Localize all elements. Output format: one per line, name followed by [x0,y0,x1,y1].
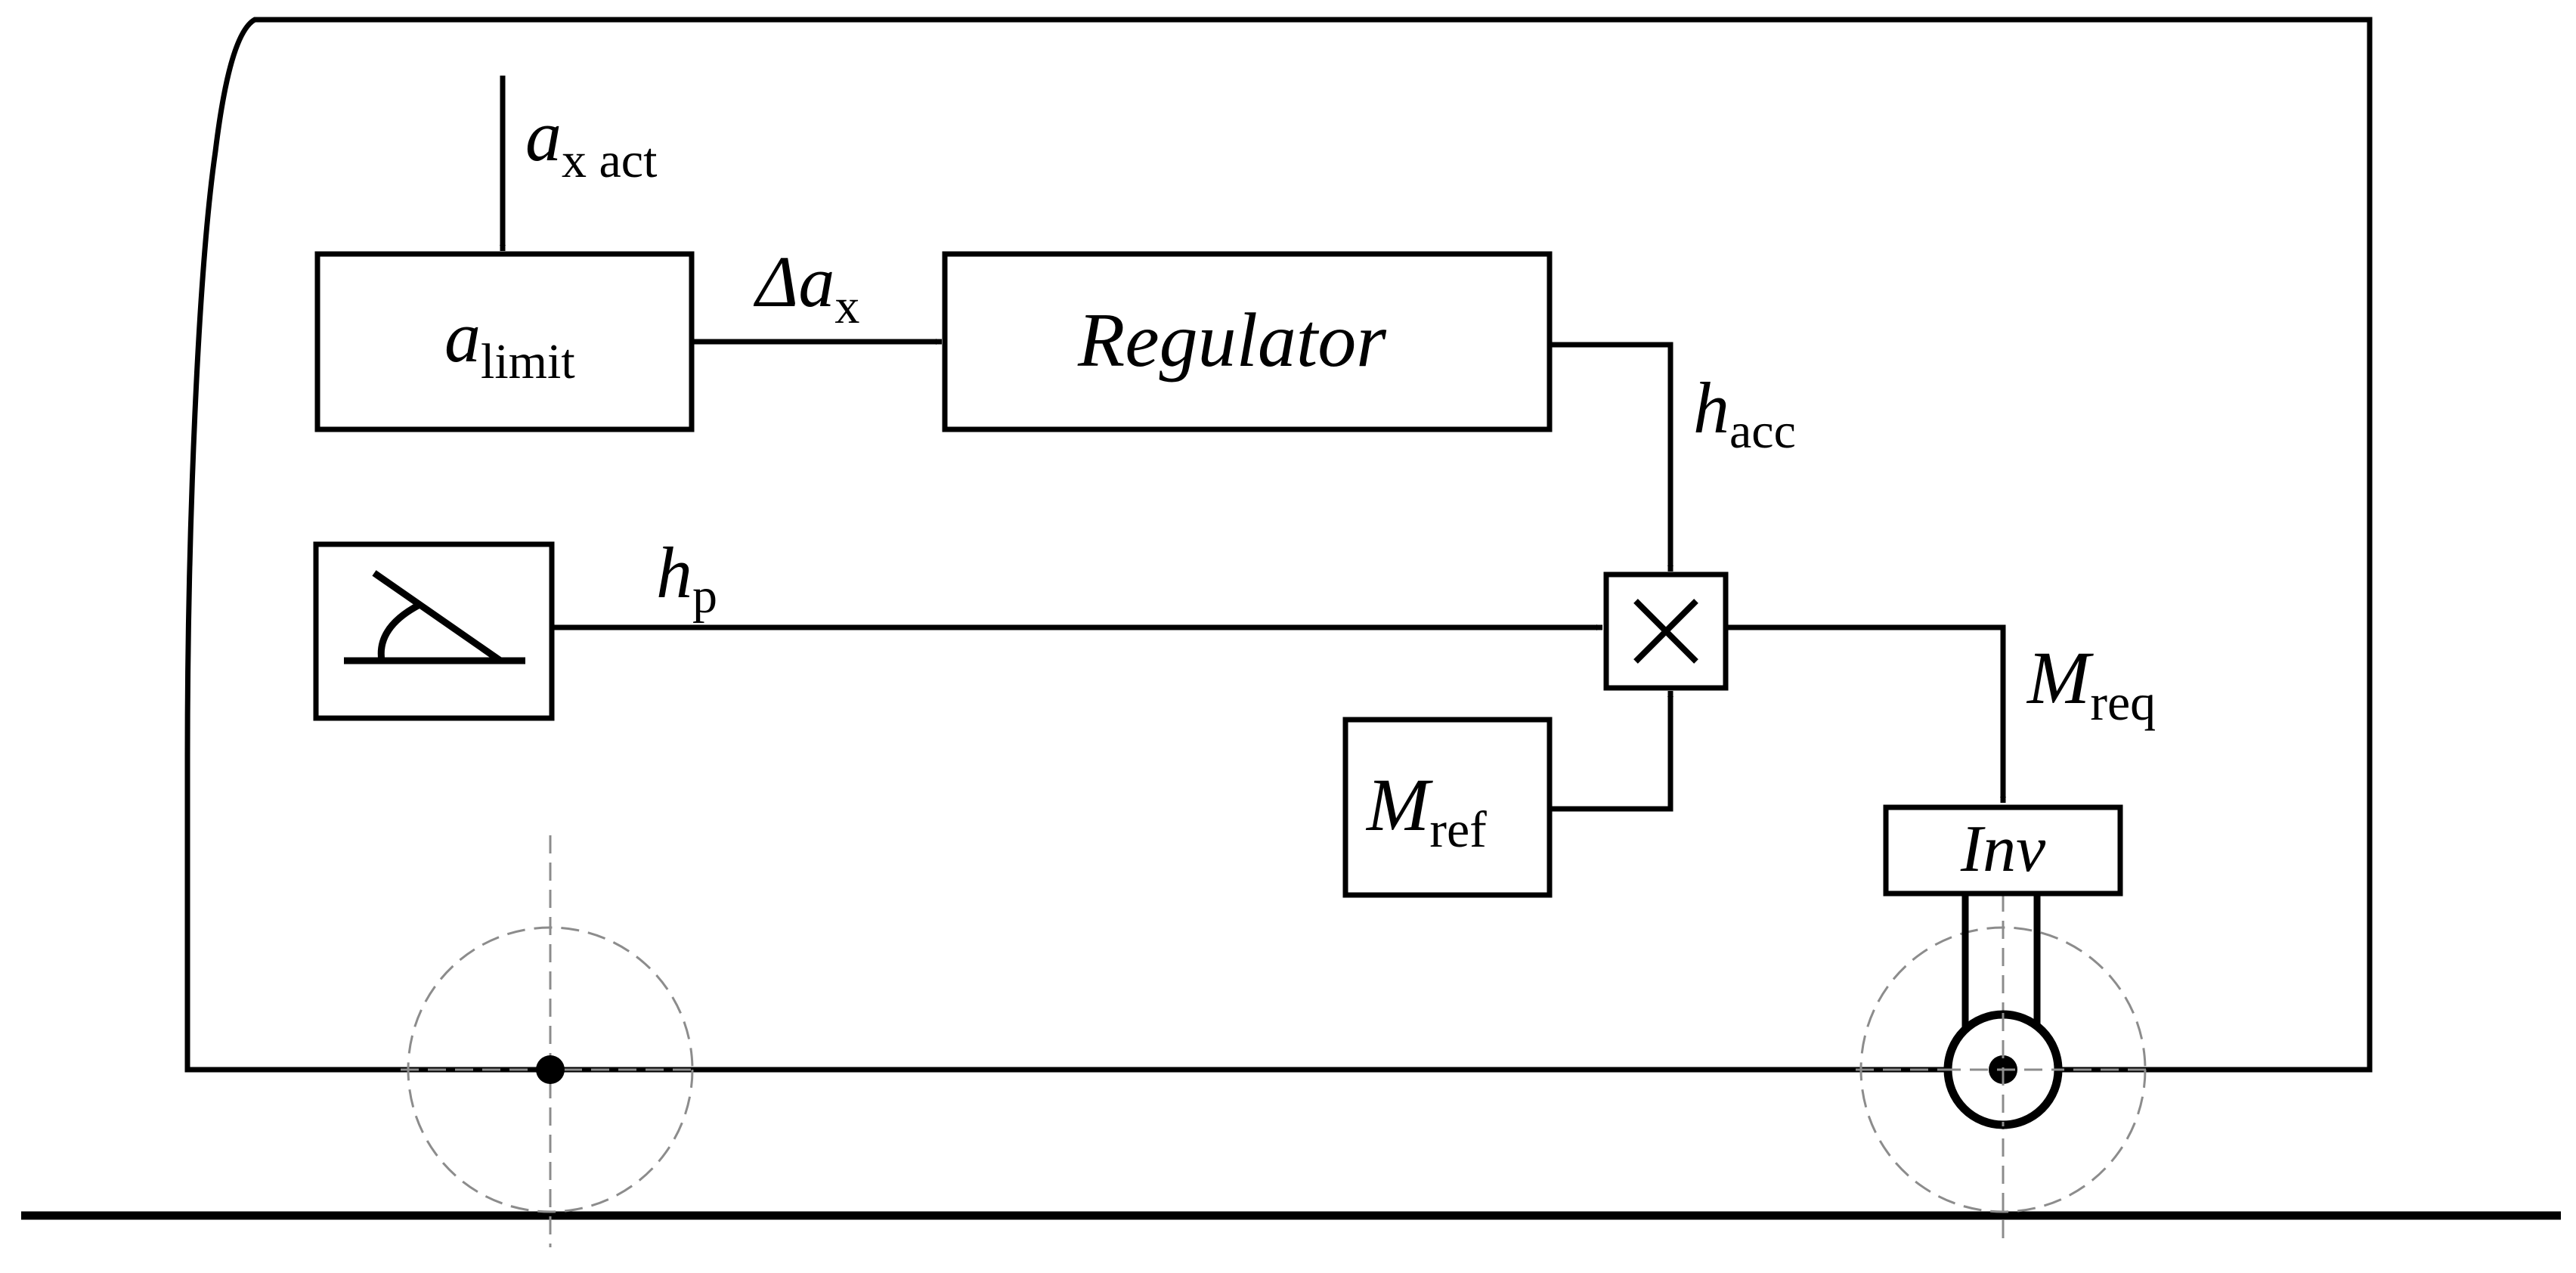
rear-motor [1943,896,2064,1129]
ax-act-sub: x act [562,133,657,188]
m-ref-main: M [1365,763,1433,847]
multiplier-block [1603,571,1729,691]
a-limit-sub: limit [481,334,575,389]
front-wheel [401,835,699,1247]
regulator-label: Regulator [1077,298,1386,383]
h-p-main: h [656,532,692,613]
front-wheel-hub-icon [536,1055,565,1084]
inverter-block: Inv [1883,804,2123,897]
m-ref-block: Mref [1342,717,1553,898]
pedal-block [313,541,555,721]
svg-text:hp: hp [656,532,717,624]
svg-text:alimit: alimit [444,296,575,389]
vehicle-body-outline [184,17,2373,1073]
m-req-arrow [1728,624,2006,803]
m-req-main: M [2026,636,2094,720]
m-ref-sub: ref [1429,801,1487,858]
h-p-sub: p [692,568,717,624]
h-acc-sub: acc [1729,404,1796,459]
svg-text:Mreq: Mreq [2026,636,2156,731]
svg-text:ax act: ax act [525,95,657,188]
m-ref-arrow [1552,691,1673,812]
a-limit-main: a [444,296,481,377]
svg-text:Mref: Mref [1365,763,1487,858]
h-acc-arrow [1552,342,1673,571]
delta-ax-main: Δa [753,241,834,322]
accelerator-pedal-icon [344,570,525,664]
h-acc-main: h [1693,367,1729,448]
svg-text:hacc: hacc [1693,367,1796,459]
svg-text:Δax: Δax [753,241,859,334]
multiply-icon [1633,599,1698,664]
delta-ax-sub: x [834,279,859,334]
m-req-sub: req [2090,674,2156,731]
inverter-label: Inv [1960,813,2046,886]
regulator-block: Regulator [942,251,1553,432]
a-limit-block: alimit [314,251,695,432]
ax-act-main: a [525,95,562,176]
